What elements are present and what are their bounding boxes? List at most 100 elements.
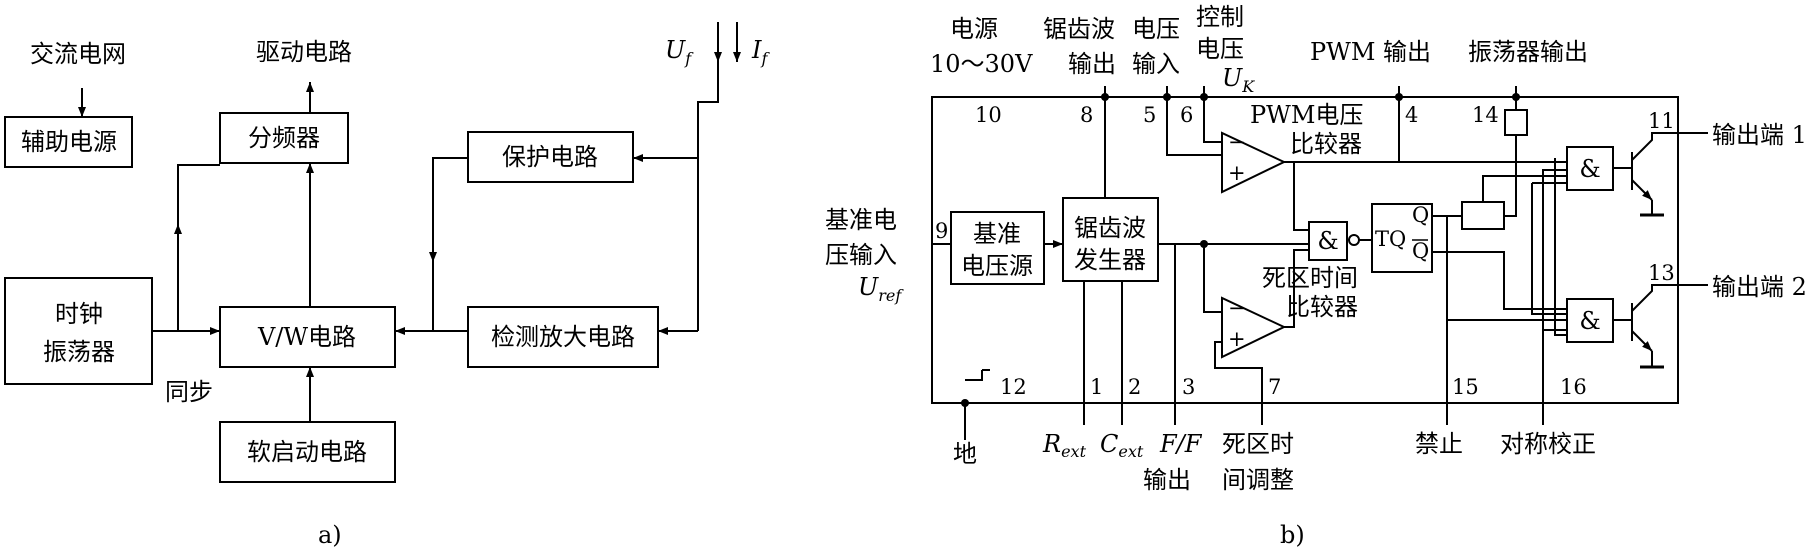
block-saw-gen: [1062, 197, 1159, 282]
wire-feedback: [697, 62, 719, 331]
label-ac-grid: 交流电网: [30, 40, 126, 68]
wire-osc-top-and: [1482, 175, 1567, 202]
label-out1: 输出端 1: [1712, 121, 1807, 149]
pin-7: 7: [1268, 375, 1281, 399]
label-dead-adj-l1: 死区时: [1222, 430, 1294, 458]
block-divider: [219, 112, 349, 164]
transistor-2-collector: [1631, 284, 1708, 312]
pin-12: 12: [1000, 375, 1027, 399]
pin-5: 5: [1143, 103, 1156, 127]
wire-saw-cmp: [1203, 244, 1222, 313]
label-ref-in-l2: 压输入: [825, 241, 897, 269]
label-if: If: [751, 36, 770, 68]
pin-13: 13: [1648, 261, 1675, 285]
label-clock-l1: 时钟: [55, 300, 103, 328]
label-ref-src-l2: 电压源: [961, 252, 1033, 280]
label-power-l2: 10～30V: [930, 50, 1033, 78]
pin-3: 3: [1182, 375, 1195, 399]
pin-4: 4: [1405, 103, 1418, 127]
pin-8: 8: [1080, 103, 1093, 127]
label-saw-out-l2: 输出: [1068, 50, 1116, 78]
and-top-symbol: &: [1579, 155, 1600, 183]
label-volt-in-l1: 电压: [1132, 15, 1180, 43]
panel-a: [4, 22, 741, 483]
dead-time-comparator: [1221, 296, 1287, 359]
wire-pin7: [1214, 341, 1263, 425]
pin-9: 9: [935, 219, 948, 243]
wire-pwm-and: [1284, 161, 1309, 231]
label-sync: 同步: [165, 378, 213, 406]
pin14-resistor: [1504, 109, 1528, 136]
label-vw: V/W电路: [257, 323, 356, 351]
caption-b: b): [1280, 521, 1305, 549]
label-ref-in-l1: 基准电: [825, 206, 897, 234]
label-pwm-out: PWM 输出: [1310, 38, 1431, 66]
label-uref: Uref: [858, 273, 904, 305]
transistor-1-collector: [1631, 132, 1708, 161]
label-soft-start: 软启动电路: [247, 438, 367, 466]
label-drive-circuit: 驱动电路: [256, 38, 352, 66]
pin-16: 16: [1560, 375, 1587, 399]
wire-protect-vw: [432, 157, 468, 331]
label-power-l1: 电源: [950, 15, 998, 43]
label-osc-out: 振荡器输出: [1468, 38, 1588, 66]
label-saw-gen-l1: 锯齿波: [1074, 214, 1146, 242]
wire-pin12: [965, 370, 983, 381]
caption-a: a): [318, 521, 342, 549]
label-ref-src-l1: 基准: [973, 220, 1021, 248]
label-dead-cmp-l1: 死区时间: [1262, 264, 1358, 292]
wire-pin6: [1203, 86, 1222, 143]
pin-15: 15: [1452, 375, 1479, 399]
label-cext: Cext: [1100, 430, 1144, 461]
chip-outline: [931, 96, 1679, 404]
block-clock: [4, 277, 153, 385]
wire-extra-2: [1554, 158, 1567, 336]
dead-cmp-minus: −: [1228, 296, 1246, 320]
label-ctrl-l1: 控制: [1196, 3, 1244, 31]
ff-tq: TQ: [1375, 227, 1406, 251]
label-sym-corr: 对称校正: [1500, 430, 1596, 458]
label-dead-cmp-l2: 比较器: [1286, 293, 1358, 321]
wire-pin5: [1166, 86, 1222, 156]
label-ctrl-l2: 电压: [1196, 35, 1244, 63]
label-inhibit: 禁止: [1415, 430, 1463, 458]
transistor-1-emitter: [1631, 179, 1653, 201]
wire-sym: [1542, 169, 1567, 425]
label-clock-l2: 振荡器: [43, 338, 115, 366]
and-gate-mid-inv: [1348, 234, 1360, 246]
label-uk: UK: [1222, 64, 1255, 96]
pin-14: 14: [1472, 103, 1499, 127]
and-mid-symbol: &: [1317, 227, 1338, 255]
label-volt-in-l2: 输入: [1132, 50, 1180, 78]
label-ground: 地: [953, 440, 977, 468]
pin-11: 11: [1648, 109, 1675, 133]
label-saw-gen-l2: 发生器: [1074, 246, 1146, 274]
junction-dots: [961, 93, 1520, 407]
label-rext: Rext: [1042, 430, 1087, 461]
panel-b-labels: 电源 10～30V 锯齿波 输出 电压 输入 控制 电压 UK PWM 输出 振…: [825, 3, 1807, 549]
panel-a-labels: 交流电网 驱动电路 辅助电源 分频器 保护电路 时钟 振荡器 V/W电路 检测放…: [21, 36, 770, 549]
block-osc-small: [1461, 201, 1505, 230]
label-pwm-cmp-l2: 比较器: [1290, 130, 1362, 158]
wire-dead-out: [1284, 249, 1309, 328]
pwm-comparator: [1221, 131, 1287, 194]
label-uf: Uf: [665, 36, 694, 68]
label-aux-power: 辅助电源: [21, 128, 117, 156]
wire-ff-qbar: [1432, 251, 1567, 310]
block-soft-start: [219, 421, 396, 483]
label-saw-out-l1: 锯齿波: [1043, 15, 1115, 43]
and-gate-mid: [1308, 221, 1348, 261]
label-divider: 分频器: [248, 124, 320, 152]
label-ff-out: 输出: [1143, 466, 1191, 494]
pin-2: 2: [1128, 375, 1141, 399]
pwm-cmp-minus: −: [1228, 130, 1246, 154]
block-aux-power: [4, 116, 133, 168]
pin-6: 6: [1180, 103, 1193, 127]
ff-qbar: Q: [1412, 239, 1429, 263]
transistor-2-emitter: [1631, 330, 1653, 352]
label-out2: 输出端 2: [1712, 273, 1807, 301]
panel-b: [931, 86, 1708, 440]
wire-extra-1: [1531, 183, 1567, 315]
pin-10: 10: [975, 103, 1002, 127]
block-ref-source: [950, 211, 1045, 285]
